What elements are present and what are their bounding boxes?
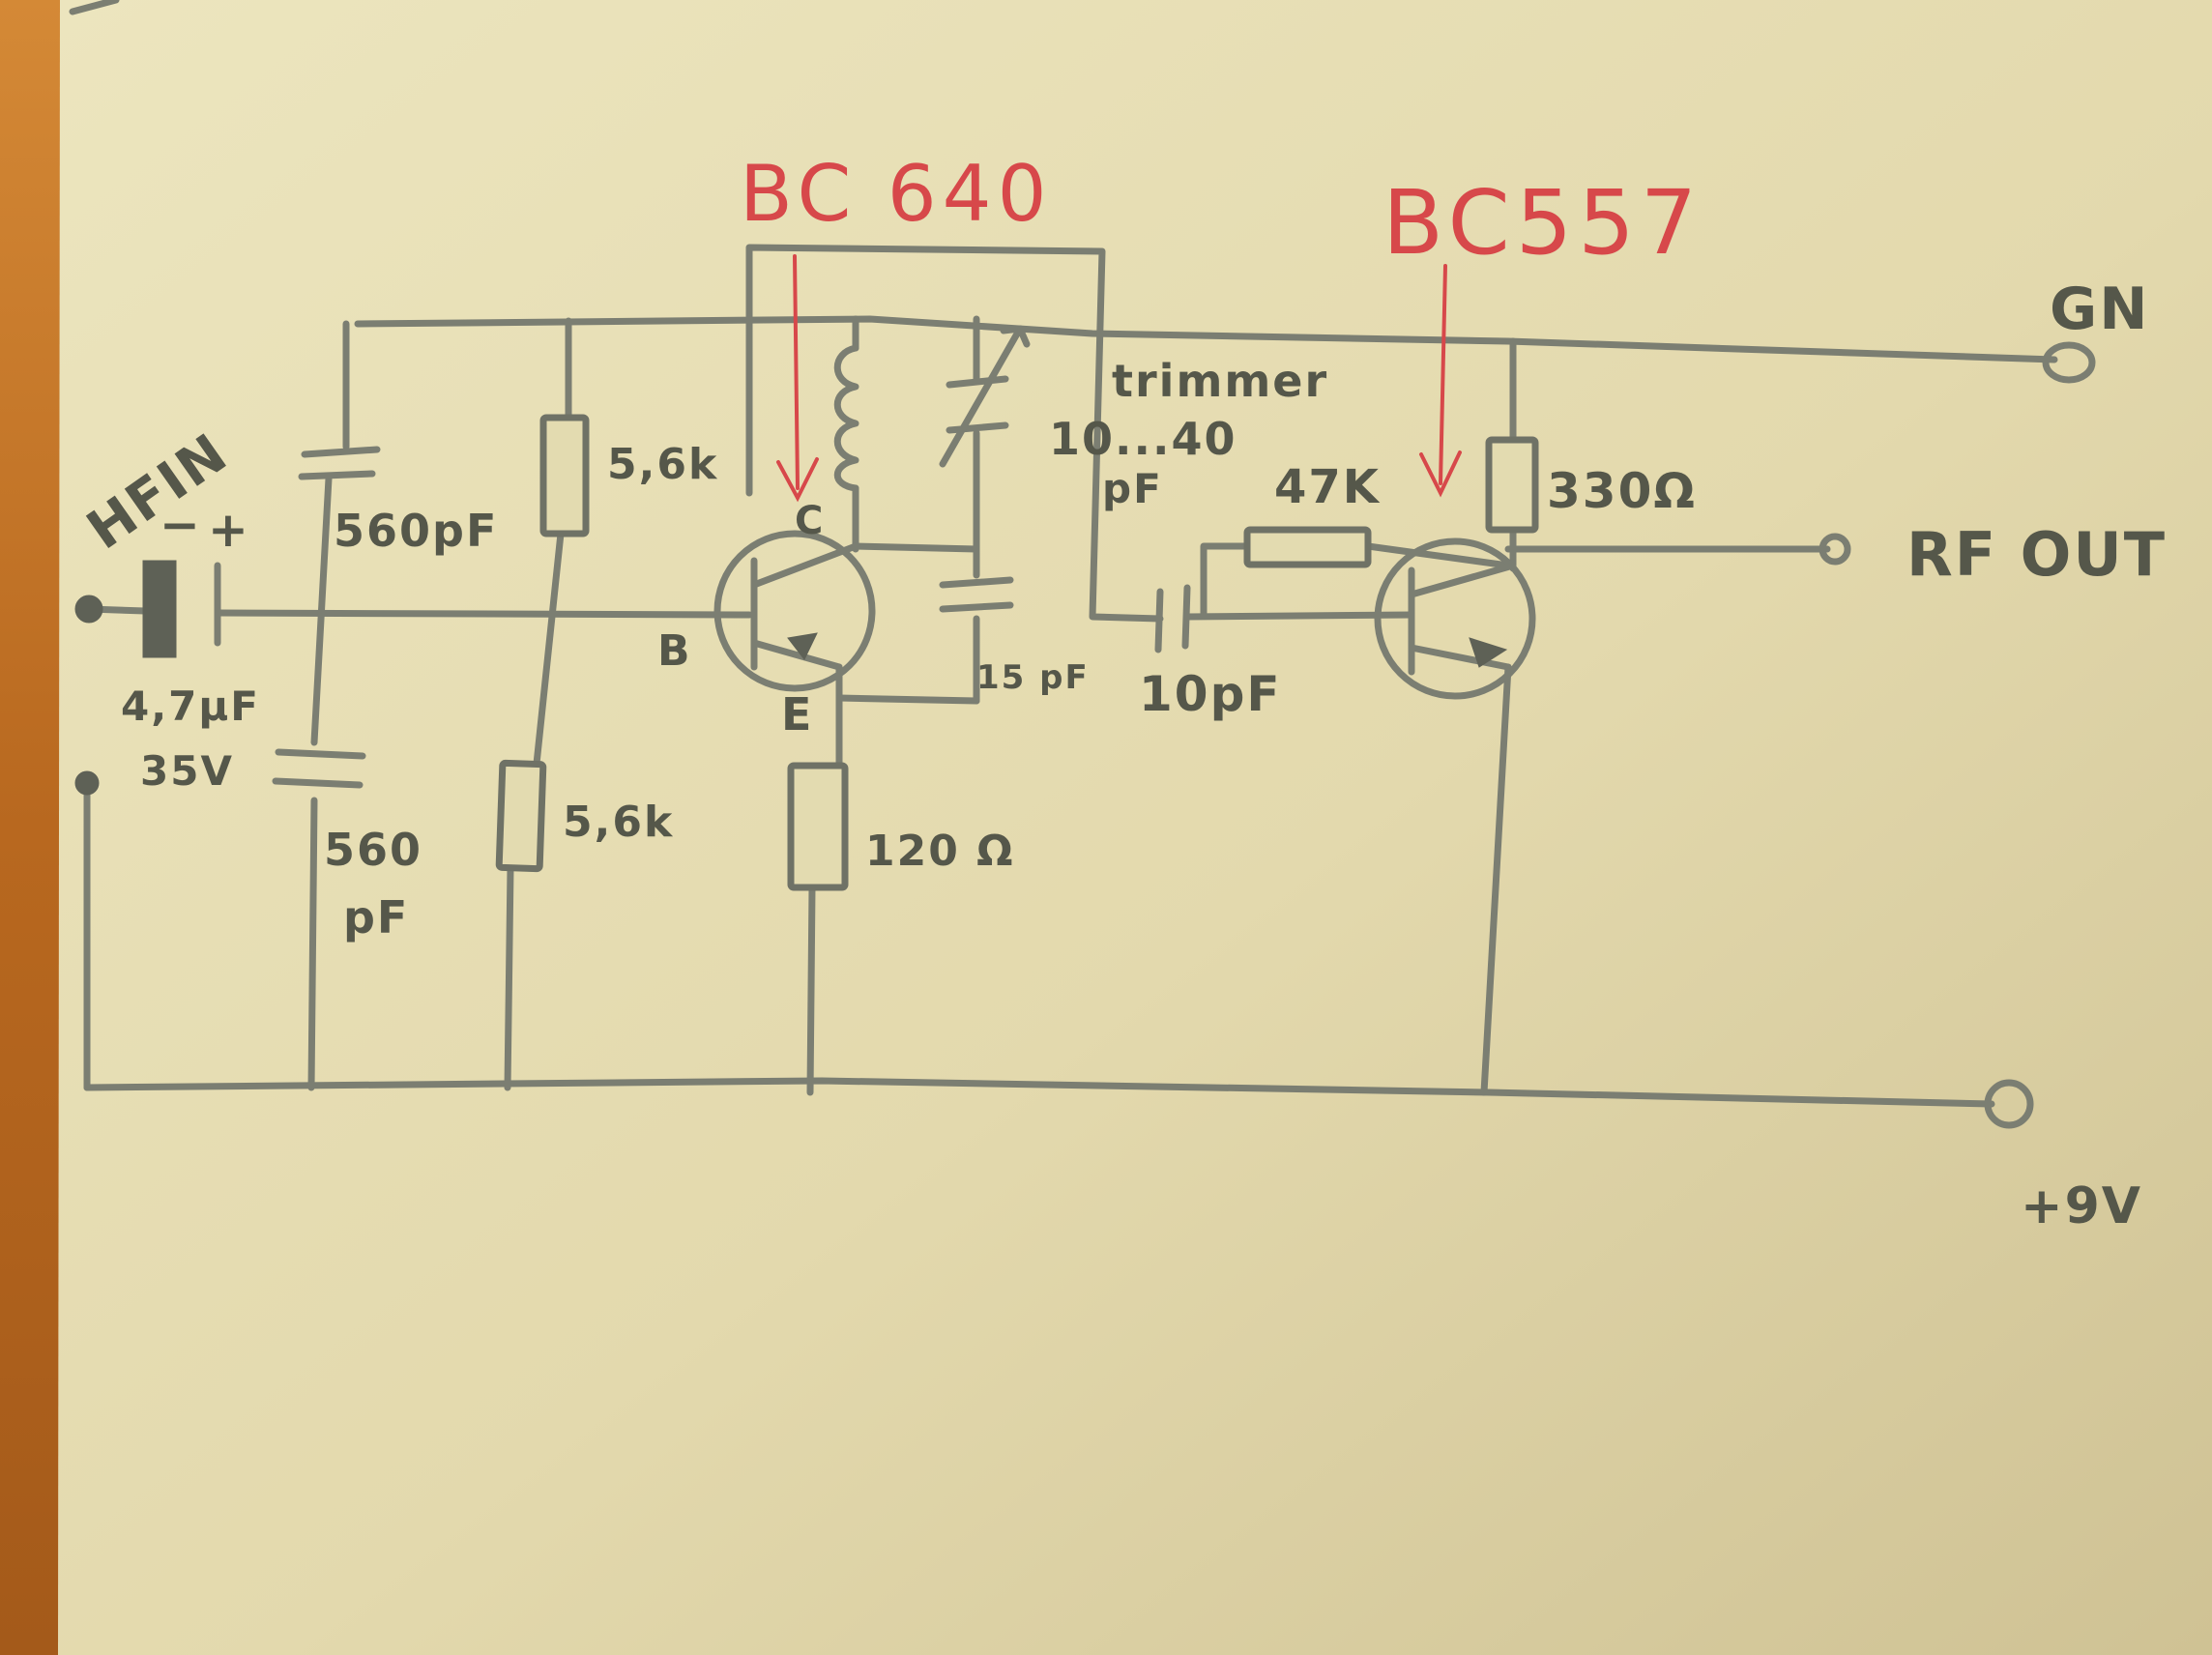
resistor-r1 — [539, 414, 590, 537]
supply-terminal — [1984, 1079, 2034, 1129]
c-coupling-label: 10pF — [1139, 666, 1282, 722]
rf-out-terminal — [1819, 533, 1851, 566]
r-bias-label: 47K — [1274, 460, 1381, 514]
paper-sheet — [58, 0, 2212, 1655]
wiring — [83, 244, 2058, 1108]
hf-in-terminal — [74, 595, 103, 624]
r-load-label: 330Ω — [1547, 463, 1697, 519]
c2-label-line2: pF — [343, 891, 409, 944]
emitter-label: E — [781, 688, 813, 740]
paper-corner-mark — [69, 0, 120, 15]
c-in-voltage-label: 35V — [140, 747, 234, 795]
input-electrolytic-capacitor — [74, 560, 221, 796]
trimmer-unit-label: pF — [1102, 465, 1163, 512]
rf-out-label: RF OUT — [1906, 519, 2167, 590]
capacitor-15pf — [939, 576, 1014, 613]
c-feedback-label: 15 pF — [976, 658, 1090, 697]
bc640-label: BC 640 — [740, 149, 1052, 239]
input-ground-terminal — [74, 770, 100, 796]
r2-label: 5,6k — [563, 798, 674, 847]
c-in-value-label: 4,7μF — [121, 682, 260, 730]
resistor-emitter — [787, 762, 849, 891]
bc557-label: BC557 — [1382, 171, 1703, 275]
base-label: B — [657, 626, 692, 676]
resistor-330 — [1485, 436, 1539, 534]
trimmer-range-label: 10...40 — [1049, 413, 1237, 465]
transistor-bc640 — [713, 530, 876, 692]
trimmer-capacitor — [939, 325, 1031, 468]
gnd-terminal — [2042, 341, 2096, 384]
minus-label: − — [160, 497, 202, 553]
c2-label-line1: 560 — [324, 824, 422, 876]
capacitor-c1 — [298, 446, 381, 480]
trimmer-label: trimmer — [1112, 355, 1328, 407]
supply-label: +9V — [2021, 1177, 2142, 1235]
transistor-bc557 — [1374, 537, 1536, 700]
capacitor-10pf — [1154, 584, 1191, 653]
part-arrows — [776, 254, 1462, 503]
plus-label: + — [208, 502, 250, 558]
gnd-label: GN — [2050, 276, 2149, 343]
resistor-47k — [1243, 526, 1372, 568]
r1-label: 5,6k — [607, 440, 718, 489]
c1-label: 560pF — [334, 505, 498, 557]
resistor-r2 — [495, 759, 547, 873]
r-emitter-label: 120 Ω — [865, 827, 1015, 876]
tank-coil — [833, 344, 859, 492]
collector-label: C — [795, 499, 825, 543]
capacitor-c2 — [272, 748, 366, 789]
